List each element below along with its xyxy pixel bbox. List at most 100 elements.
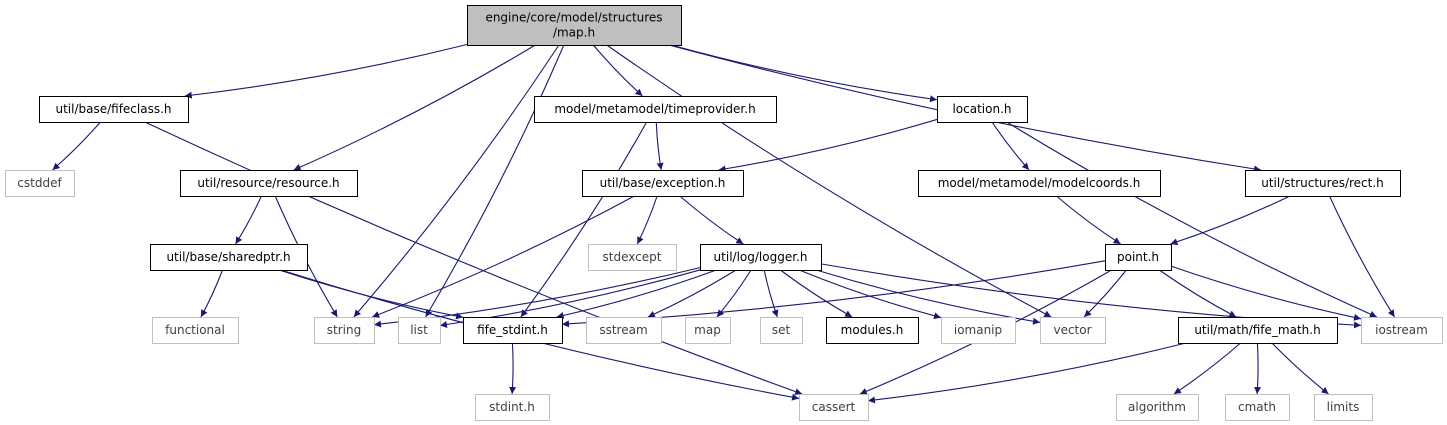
node-map: map <box>685 317 731 344</box>
edge-sharedptr-to-functional <box>200 269 224 318</box>
node-root[interactable]: engine/core/model/structures/map.h <box>467 5 682 46</box>
node-box-fife_math <box>1178 317 1338 344</box>
node-point[interactable]: point.h <box>1105 244 1172 271</box>
node-box-point <box>1105 244 1172 271</box>
edge-fife_math-to-algorithm <box>1173 342 1241 395</box>
node-label-exception: util/base/exception.h <box>600 176 726 190</box>
edge-fifeclass-to-cstddef <box>52 121 101 171</box>
node-label-limits: limits <box>1327 400 1360 414</box>
node-label-fife_stdint: fife_stdint.h <box>477 323 548 337</box>
edge-logger-to-iostream <box>820 263 1362 329</box>
edge-point-to-iostream <box>1170 265 1362 321</box>
node-label-set: set <box>772 323 791 337</box>
node-box-set <box>760 317 803 344</box>
node-string: string <box>314 317 375 344</box>
node-resource[interactable]: util/resource/resource.h <box>180 170 358 197</box>
node-label-sharedptr: util/base/sharedptr.h <box>166 250 290 264</box>
edge-root-to-vector <box>606 44 1052 318</box>
node-box-stdint <box>475 394 550 421</box>
edge-logger-to-modules <box>780 269 853 318</box>
edge-root-to-list <box>425 44 565 318</box>
node-label-cstddef: cstddef <box>17 176 62 190</box>
node-exception[interactable]: util/base/exception.h <box>582 170 744 197</box>
edge-fife_math-to-limits <box>1271 342 1329 395</box>
node-box-string <box>314 317 375 344</box>
node-sharedptr[interactable]: util/base/sharedptr.h <box>150 244 308 271</box>
node-label-logger: util/log/logger.h <box>714 250 808 264</box>
edge-root-to-timeprovider <box>592 44 643 97</box>
node-cassert: cassert <box>799 394 869 421</box>
edge-location-to-iostream <box>1006 121 1378 318</box>
node-stdexcept: stdexcept <box>588 244 677 271</box>
node-sstream: sstream <box>586 317 662 344</box>
node-label-iostream: iostream <box>1375 323 1428 337</box>
edge-root-to-string <box>353 44 560 318</box>
node-iomanip: iomanip <box>941 317 1016 344</box>
node-algorithm: algorithm <box>1116 394 1199 421</box>
node-box-iomanip <box>941 317 1016 344</box>
edge-root-to-resource <box>293 44 536 171</box>
node-label-iomanip: iomanip <box>954 323 1002 337</box>
node-location[interactable]: location.h <box>937 96 1028 123</box>
edge-exception-to-logger <box>679 195 744 245</box>
node-box-vector <box>1040 317 1106 344</box>
edge-logger-to-map <box>716 269 752 318</box>
node-logger[interactable]: util/log/logger.h <box>700 244 822 271</box>
node-fife_math[interactable]: util/math/fife_math.h <box>1178 317 1338 344</box>
edge-fife_stdint-to-stdint <box>509 342 517 395</box>
node-box-sstream <box>586 317 662 344</box>
node-label-cmath: cmath <box>1238 400 1276 414</box>
node-label-location: location.h <box>952 102 1011 116</box>
edge-resource-to-sharedptr <box>235 195 262 245</box>
edge-modelcoords-to-point <box>1056 195 1121 245</box>
node-label-string: string <box>327 323 361 337</box>
edge-location-to-exception <box>718 118 938 173</box>
node-box-cassert <box>799 394 869 421</box>
node-box-cstddef <box>5 170 75 197</box>
node-modelcoords[interactable]: model/metamodel/modelcoords.h <box>918 170 1161 197</box>
node-box-modules <box>826 317 919 344</box>
nodes-layer: engine/core/model/structures/map.h util/b… <box>5 5 1443 421</box>
edge-point-to-fife_math <box>1158 269 1237 318</box>
edge-root-to-fifeclass <box>184 43 468 99</box>
node-label-sstream: sstream <box>599 323 647 337</box>
edge-rect-to-iostream <box>1328 195 1395 318</box>
node-functional: functional <box>152 317 239 344</box>
node-fife_stdint[interactable]: fife_stdint.h <box>463 317 563 344</box>
edge-logger-to-set <box>763 269 779 318</box>
edge-logger-to-fife_stdint <box>556 269 717 319</box>
node-limits: limits <box>1314 394 1373 421</box>
node-modules[interactable]: modules.h <box>826 317 919 344</box>
edge-fife_math-to-cassert <box>867 342 1187 404</box>
node-iostream: iostream <box>1361 317 1443 344</box>
node-label-algorithm: algorithm <box>1128 400 1186 414</box>
node-box-algorithm <box>1116 394 1199 421</box>
node-box-rect <box>1245 170 1401 197</box>
node-set: set <box>760 317 803 344</box>
node-label-root: engine/core/model/structures <box>485 11 662 25</box>
node-fifeclass[interactable]: util/base/fifeclass.h <box>39 96 189 123</box>
edge-fife_math-to-cmath <box>1254 342 1262 395</box>
node-box-modelcoords <box>918 170 1161 197</box>
node-label-fife_math: util/math/fife_math.h <box>1194 323 1320 337</box>
node-label-modules: modules.h <box>841 323 904 337</box>
node-rect[interactable]: util/structures/rect.h <box>1245 170 1401 197</box>
node-cstddef: cstddef <box>5 170 75 197</box>
edge-logger-to-iomanip <box>799 269 942 320</box>
node-box-logger <box>700 244 822 271</box>
edge-exception-to-stdexcept <box>636 195 658 245</box>
edge-root-to-location <box>670 44 938 103</box>
node-box-fife_stdint <box>463 317 563 344</box>
node-box-sharedptr <box>150 244 308 271</box>
edge-logger-to-sstream <box>647 269 737 318</box>
node-box-exception <box>582 170 744 197</box>
node-label-cassert: cassert <box>812 400 856 414</box>
node-timeprovider[interactable]: model/metamodel/timeprovider.h <box>534 96 777 123</box>
node-box-list <box>398 317 441 344</box>
node-box-timeprovider <box>534 96 777 123</box>
node-label-root: /map.h <box>553 26 595 40</box>
node-box-stdexcept <box>588 244 677 271</box>
node-label-list: list <box>410 323 428 337</box>
node-box-map <box>685 317 731 344</box>
